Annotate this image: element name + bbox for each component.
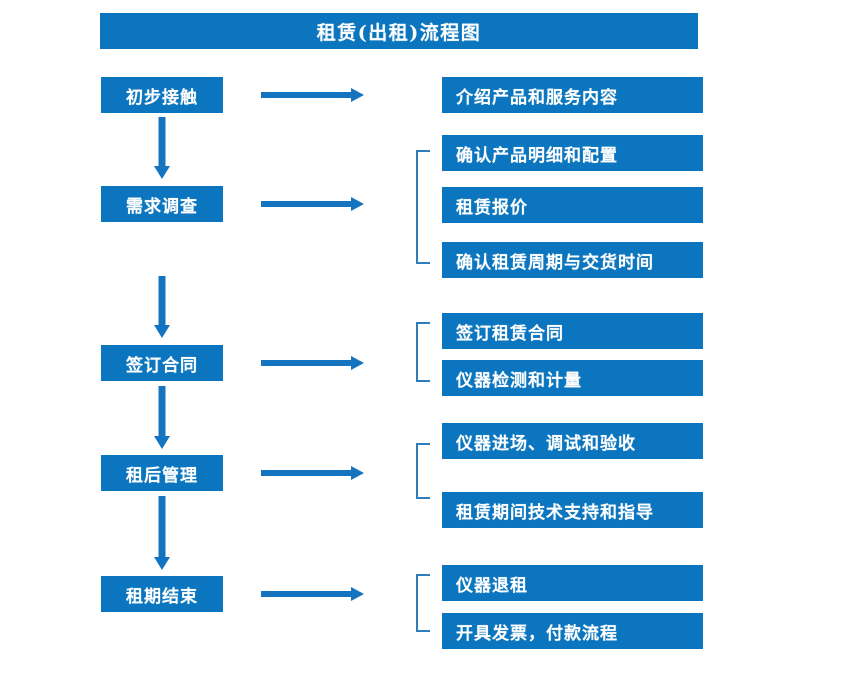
stage-box-initial-contact[interactable]: 初步接触: [101, 77, 223, 113]
detail-box-instrument-inspection[interactable]: 仪器检测和计量: [442, 360, 703, 396]
group-bracket-icon-1: [416, 150, 430, 264]
group-bracket-icon-2: [416, 322, 430, 382]
stage-box-rental-end[interactable]: 租期结束: [101, 576, 223, 612]
detail-box-instrument-return[interactable]: 仪器退租: [442, 565, 703, 601]
stage-box-needs-survey[interactable]: 需求调查: [101, 186, 223, 222]
detail-box-invoice-payment[interactable]: 开具发票，付款流程: [442, 613, 703, 649]
right-arrow-icon-1: [261, 87, 365, 103]
right-arrow-icon-2: [261, 196, 365, 212]
right-arrow-icon-4: [261, 465, 365, 481]
detail-box-sign-rental-contract[interactable]: 签订租赁合同: [442, 313, 703, 349]
group-bracket-icon-4: [416, 574, 430, 632]
down-arrow-icon-4: [153, 496, 171, 572]
right-arrow-icon-3: [261, 355, 365, 371]
down-arrow-icon-1: [153, 117, 171, 181]
page-title: 租赁(出租)流程图: [100, 13, 698, 49]
detail-box-rental-quote[interactable]: 租赁报价: [442, 187, 703, 223]
detail-box-confirm-rental-period[interactable]: 确认租赁周期与交货时间: [442, 242, 703, 278]
right-arrow-icon-5: [261, 586, 365, 602]
detail-box-technical-support[interactable]: 租赁期间技术支持和指导: [442, 492, 703, 528]
detail-box-confirm-product-spec[interactable]: 确认产品明细和配置: [442, 135, 703, 171]
detail-box-introduce-products[interactable]: 介绍产品和服务内容: [442, 77, 703, 113]
down-arrow-icon-3: [153, 386, 171, 451]
group-bracket-icon-3: [416, 443, 430, 499]
down-arrow-icon-2: [153, 276, 171, 340]
detail-box-instrument-delivery[interactable]: 仪器进场、调试和验收: [442, 423, 703, 459]
stage-box-sign-contract[interactable]: 签订合同: [101, 345, 223, 381]
stage-box-post-rental-management[interactable]: 租后管理: [101, 455, 223, 491]
